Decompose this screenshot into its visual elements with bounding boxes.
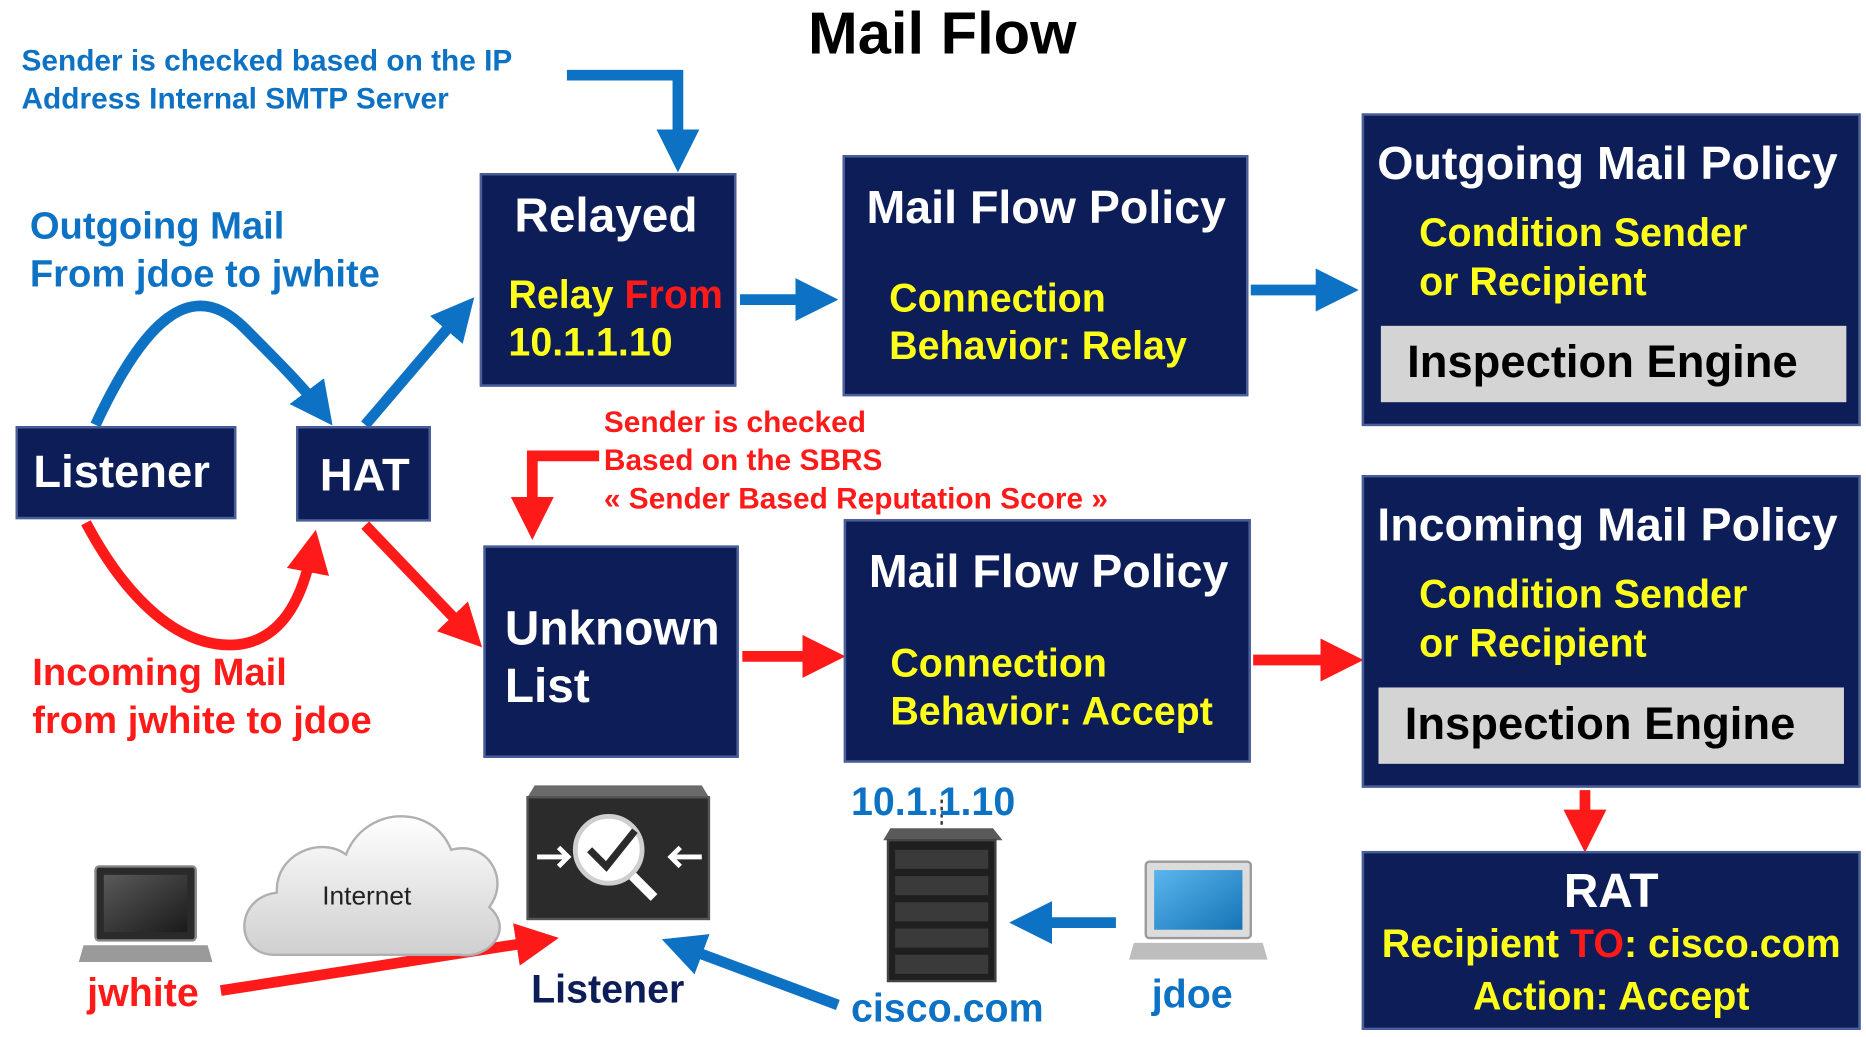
hat-to-relayed-arrow — [361, 297, 475, 429]
outgoing-inspection-engine: Inspection Engine — [1380, 325, 1847, 403]
server-domain-label: cisco.com — [850, 985, 1044, 1030]
mail-flow-policy-accept-box: Mail Flow Policy Connection Behavior: Ac… — [843, 519, 1251, 763]
listener-box: Listener — [15, 426, 237, 520]
incoming-curve-arrow — [81, 520, 330, 651]
server-tower-icon — [883, 799, 1003, 983]
rat-action: Action: Accept — [1472, 973, 1750, 1019]
server-to-listener-arrow — [661, 934, 840, 1010]
jdoe-laptop-icon — [1129, 860, 1268, 960]
listener-box-label: Listener — [33, 447, 210, 498]
sbrs-check-arrow — [510, 450, 600, 540]
incoming-policy-title: Incoming Mail Policy — [1377, 500, 1838, 552]
rat-title: RAT — [1563, 865, 1659, 918]
sbrs-note-line2: Based on the SBRS — [603, 443, 883, 478]
outgoing-policy-line2: or Recipient — [1419, 258, 1647, 304]
incoming-policy-line1: Condition Sender — [1419, 571, 1748, 616]
listener-appliance-label: Listener — [531, 966, 685, 1011]
hat-to-unknown-arrow — [361, 521, 483, 648]
sbrs-note-line3: « Sender Based Reputation Score » — [603, 482, 1108, 516]
relay-word: Relay — [508, 272, 614, 317]
unknown-line2: List — [504, 660, 590, 713]
mfp-relay-line1: Connection — [889, 275, 1106, 320]
incoming-policy-line2: or Recipient — [1419, 620, 1647, 665]
outgoing-mail-policy-box: Outgoing Mail Policy Condition Sender or… — [1361, 113, 1861, 427]
incoming-mail-label-line1: Incoming Mail — [32, 650, 287, 694]
mfp-accept-line2: Behavior: Accept — [890, 688, 1213, 733]
hat-box: HAT — [295, 426, 431, 522]
relayed-title: Relayed — [514, 189, 698, 243]
rat-recipient-word: Recipient — [1381, 921, 1560, 966]
ip-check-arrow — [566, 69, 700, 173]
rat-to-word: TO — [1569, 921, 1624, 966]
unknown-list-box: Unknown List — [483, 545, 739, 758]
internet-cloud-icon — [243, 815, 501, 957]
mfp-accept-line1: Connection — [890, 640, 1107, 686]
mail-flow-policy-relay-box: Mail Flow Policy Connection Behavior: Re… — [842, 155, 1249, 397]
relayed-ip: 10.1.1.10 — [508, 319, 673, 365]
outgoing-mail-label-line2: From jdoe to jwhite — [29, 251, 380, 295]
ip-check-note-line2: Address Internal SMTP Server — [21, 82, 449, 116]
listener-appliance-icon — [526, 785, 711, 921]
rat-box: RAT Recipient TO: cisco.com Action: Acce… — [1361, 850, 1861, 1030]
incoming-mail-label-line2: from jwhite to jdoe — [32, 698, 372, 742]
rat-recipient-line: Recipient TO: cisco.com — [1364, 920, 1858, 967]
mfp-accept-title: Mail Flow Policy — [868, 546, 1229, 598]
from-word: From — [624, 272, 723, 317]
rat-domain: : cisco.com — [1623, 921, 1841, 966]
outgoing-policy-title: Outgoing Mail Policy — [1377, 138, 1838, 190]
jdoe-label: jdoe — [1151, 971, 1233, 1016]
internet-label: Internet — [322, 880, 412, 911]
server-ip-label: 10.1.1.10 — [850, 779, 1016, 824]
sbrs-note-line1: Sender is checked — [603, 405, 866, 440]
ip-check-note-line1: Sender is checked based on the IP — [21, 44, 513, 78]
mfp-relay-title: Mail Flow Policy — [866, 182, 1227, 234]
relayed-relay-line: Relay From — [508, 271, 723, 318]
outgoing-mail-label-line1: Outgoing Mail — [29, 204, 285, 248]
hat-box-label: HAT — [319, 451, 410, 502]
relayed-box: Relayed Relay From 10.1.1.10 — [479, 173, 737, 387]
incoming-mail-policy-box: Incoming Mail Policy Condition Sender or… — [1361, 475, 1861, 788]
outgoing-curve-arrow — [90, 300, 333, 428]
outgoing-policy-line1: Condition Sender — [1419, 210, 1748, 255]
jwhite-label: jwhite — [87, 970, 199, 1015]
incoming-inspection-engine: Inspection Engine — [1378, 687, 1844, 764]
diagram-title: Mail Flow — [807, 0, 1077, 67]
mfp-relay-line2: Behavior: Relay — [889, 323, 1187, 368]
jwhite-laptop-icon — [78, 865, 213, 962]
unknown-line1: Unknown — [504, 602, 720, 656]
